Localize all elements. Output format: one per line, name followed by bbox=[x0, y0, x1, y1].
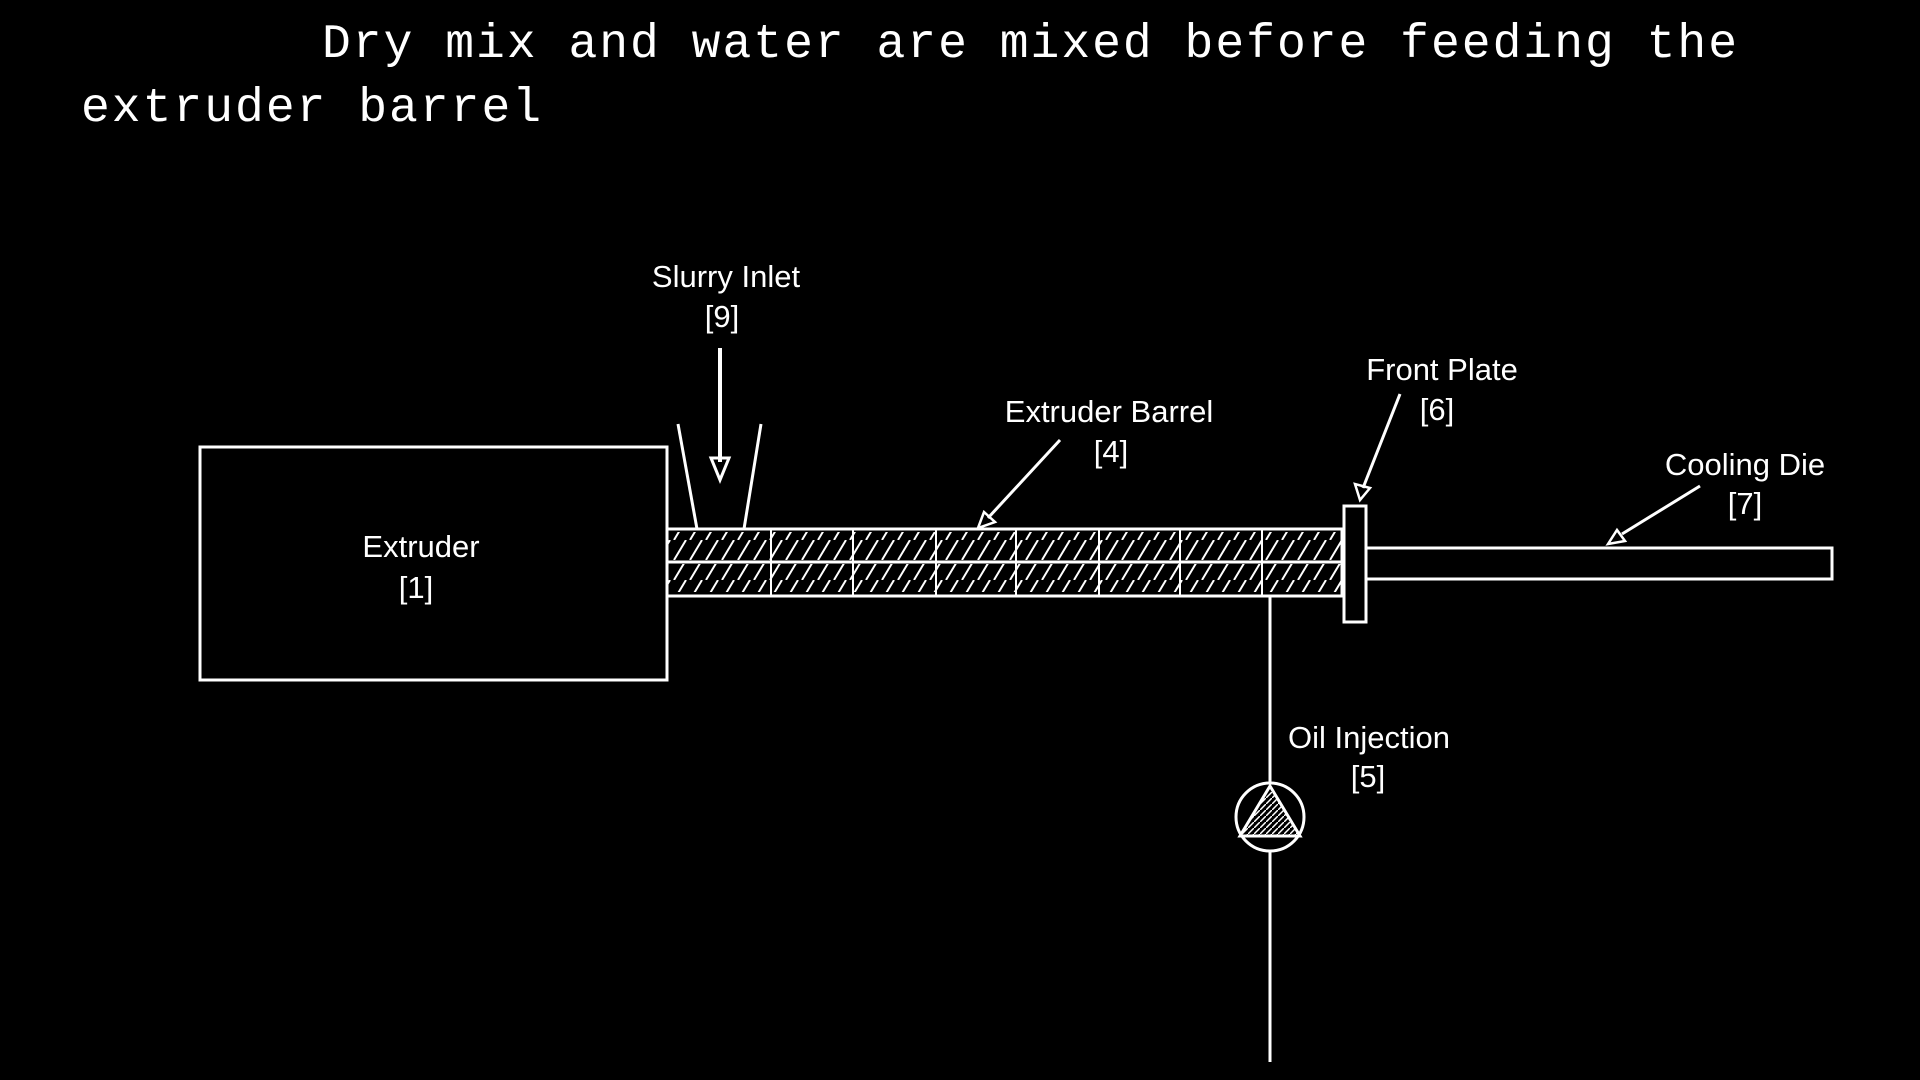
barrel-lower-hatch bbox=[667, 564, 1342, 592]
front-plate: Front Plate [6] bbox=[1342, 352, 1518, 624]
hopper-left-wall bbox=[676, 423, 699, 530]
barrel-upper-hatch bbox=[667, 532, 1342, 560]
front-plate-ref: [6] bbox=[1420, 392, 1454, 427]
extruder-label: Extruder bbox=[362, 529, 479, 564]
caption-line-2: extruder barrel bbox=[81, 82, 544, 136]
front-plate-body bbox=[1342, 504, 1368, 624]
extruder-ref: [1] bbox=[399, 570, 433, 605]
barrel-leader-line bbox=[986, 438, 1062, 520]
extruder-barrel-callout: Extruder Barrel [4] bbox=[975, 394, 1213, 531]
cooling-die-label: Cooling Die bbox=[1665, 447, 1825, 482]
oil-injection: Oil Injection [5] bbox=[1234, 596, 1450, 1062]
slurry-inlet: Slurry Inlet [9] bbox=[652, 259, 801, 530]
front-plate-leader-line bbox=[1361, 393, 1402, 489]
oil-injection-ref: [5] bbox=[1351, 759, 1385, 794]
extruder-barrel-label: Extruder Barrel bbox=[1005, 394, 1213, 429]
slurry-inlet-ref: [9] bbox=[705, 299, 739, 334]
oil-injection-label: Oil Injection bbox=[1288, 720, 1450, 755]
extruder-unit: Extruder [1] bbox=[198, 445, 669, 682]
cooling-die-leader-arrowhead bbox=[1605, 527, 1628, 546]
cooling-die: Cooling Die [7] bbox=[1364, 447, 1834, 581]
cooling-die-body bbox=[1364, 546, 1834, 581]
caption-line-1: Dry mix and water are mixed before feedi… bbox=[322, 18, 1740, 72]
barrel-leader-arrowhead bbox=[975, 509, 998, 531]
inlet-arrowhead bbox=[708, 456, 732, 484]
extruder-barrel-ref: [4] bbox=[1094, 434, 1128, 469]
cooling-die-ref: [7] bbox=[1728, 486, 1762, 521]
slurry-inlet-label: Slurry Inlet bbox=[652, 259, 801, 294]
oil-pump-triangle bbox=[1237, 783, 1303, 838]
cooling-die-leader-line bbox=[1621, 484, 1701, 536]
extruder-barrel bbox=[665, 527, 1344, 598]
hopper-right-wall bbox=[742, 423, 763, 530]
front-plate-label: Front Plate bbox=[1366, 352, 1518, 387]
front-plate-leader-arrowhead bbox=[1353, 482, 1373, 503]
